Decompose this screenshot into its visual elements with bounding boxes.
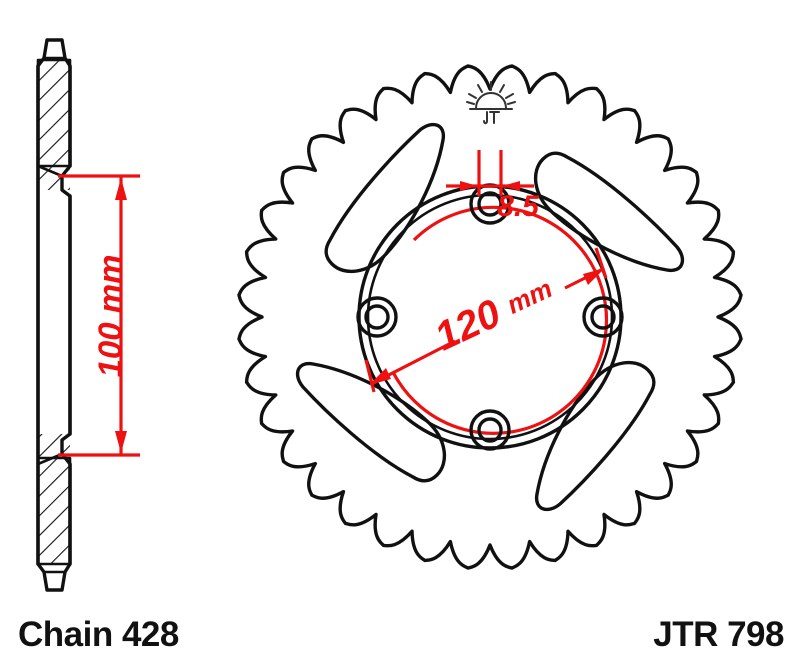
chain-caption: Chain 428 bbox=[18, 615, 179, 654]
part-number-caption: JTR 798 bbox=[653, 615, 784, 654]
dim120-label-unit: mm bbox=[502, 273, 557, 320]
section-hatch-step-top bbox=[38, 166, 70, 190]
logo-rays-icon bbox=[466, 81, 516, 105]
jt-sunrise-logo bbox=[466, 81, 516, 125]
dimension-120mm-group: 120 mm bbox=[364, 247, 608, 393]
dim120-tick-right bbox=[594, 247, 608, 279]
section-web-line bbox=[36, 174, 72, 456]
dim85-arrow-left bbox=[460, 181, 478, 191]
dim120-arrow-lower-left bbox=[369, 368, 391, 385]
hub-inner-circle bbox=[366, 193, 614, 441]
dimension-85-group: 8.5 bbox=[446, 150, 540, 223]
dim85-label: 8.5 bbox=[497, 190, 540, 223]
bolt-hole bbox=[582, 296, 624, 338]
spoke-window bbox=[295, 361, 447, 483]
dim100-arrow-bottom bbox=[115, 431, 127, 453]
section-hatch-top bbox=[38, 60, 70, 166]
dim120-tick-left bbox=[364, 359, 376, 393]
dimension-100mm-group: 100 mm bbox=[58, 174, 140, 457]
logo-jt-monogram-icon bbox=[483, 111, 500, 125]
dim85-arrow-right bbox=[502, 181, 520, 191]
dim100-label: 100 mm bbox=[92, 255, 129, 378]
bolt-hole bbox=[356, 296, 398, 338]
bolt-holes-group bbox=[356, 183, 624, 451]
dim120-arrow-upper-right bbox=[583, 268, 605, 285]
sprocket-tooth-profile bbox=[237, 64, 743, 570]
spoke-windows-group bbox=[295, 122, 685, 512]
dim120-label-group: 120 mm bbox=[428, 273, 557, 359]
section-hatch-bottom bbox=[38, 458, 70, 564]
dim100-arrow-top bbox=[115, 178, 127, 200]
spoke-window bbox=[534, 360, 656, 512]
logo-dome-icon bbox=[475, 92, 507, 109]
bolt-hole bbox=[469, 409, 511, 451]
bolt-circle-pcd-arc bbox=[391, 205, 609, 435]
spoke-window bbox=[324, 122, 446, 274]
sprocket-main-view: 8.5 120 mm bbox=[237, 64, 743, 570]
spoke-window bbox=[533, 151, 685, 273]
section-view-group bbox=[36, 38, 72, 592]
